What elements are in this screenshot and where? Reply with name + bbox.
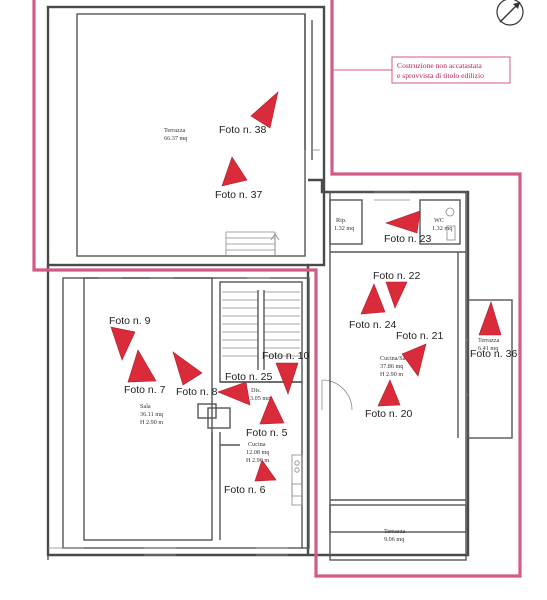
photo-label-37: Foto n. 37 [215, 189, 262, 201]
terrace-steps [225, 231, 280, 256]
unregistered-construction-boundary [32, 0, 522, 578]
photo-label-5: Foto n. 5 [246, 427, 288, 439]
unregistered-construction-note: Costruzione non accatastata e sprovvista… [391, 56, 511, 84]
room-terrazza-bottom-area: 9.06 mq [384, 536, 404, 543]
photo-marker-36 [478, 301, 502, 336]
room-dis-name: Dis. [251, 387, 262, 394]
photo-marker-20 [377, 379, 401, 407]
room-rip-name: Rip. [336, 217, 347, 224]
room-cucina-height: H 2.90 m [246, 457, 269, 464]
photo-label-23: Foto n. 23 [384, 233, 431, 245]
room-sala-height: H 2.90 m [140, 419, 163, 426]
room-terrazza-bottom-name: Terrazza [384, 528, 405, 535]
room-wc-name: WC [434, 217, 444, 224]
room-rip-area: 1.32 mq [334, 225, 354, 232]
room-sala-area: 36.11 mq [140, 411, 163, 418]
photo-label-8: Foto n. 8 [176, 386, 218, 398]
photo-marker-24 [360, 283, 386, 315]
stair-steps [222, 290, 300, 370]
note-line-2: e sprovvista di titolo edilizio [397, 71, 484, 80]
photo-marker-25 [217, 381, 251, 406]
photo-marker-21 [401, 343, 427, 377]
room-terrazza-top-area: 66.37 mq [164, 135, 187, 142]
walls [46, 5, 513, 561]
photo-label-9: Foto n. 9 [109, 315, 151, 327]
north-arrow-icon [496, 0, 524, 26]
photo-label-7: Foto n. 7 [124, 384, 166, 396]
photo-label-20: Foto n. 20 [365, 408, 412, 420]
photo-marker-23 [385, 210, 421, 234]
photo-label-10: Foto n. 10 [262, 350, 309, 362]
room-cucina-name: Cucina [248, 441, 266, 448]
note-box [391, 56, 511, 84]
photo-marker-6 [254, 459, 277, 482]
photo-marker-37 [221, 156, 248, 187]
photo-markers [110, 91, 502, 482]
photo-marker-10 [275, 362, 299, 395]
photo-marker-5 [259, 395, 285, 425]
photo-label-22: Foto n. 22 [373, 270, 420, 282]
room-cucina-area: 12.08 mq [246, 449, 269, 456]
room-cucina-sala-name: Cucina/Sala [380, 355, 410, 362]
photo-label-21: Foto n. 21 [396, 330, 443, 342]
room-terrazza-right-name: Terrazza [478, 337, 499, 344]
photo-label-25: Foto n. 25 [225, 371, 272, 383]
photo-marker-22 [385, 281, 408, 309]
room-wc-area: 1.32 mq [432, 225, 452, 232]
note-line-1: Costruzione non accatastata [397, 61, 482, 70]
room-labels: Terrazza 66.37 mq Rip. 1.32 mq WC 1.32 m… [140, 127, 499, 543]
photo-label-38: Foto n. 38 [219, 124, 266, 136]
photo-marker-8 [172, 351, 203, 386]
room-terrazza-top-name: Terrazza [164, 127, 185, 134]
photo-marker-38 [250, 91, 279, 129]
room-sala-name: Sala [140, 403, 151, 410]
photo-label-36: Foto n. 36 [470, 348, 517, 360]
room-cucina-sala-area: 37.86 mq [380, 363, 403, 370]
photo-marker-9 [110, 326, 136, 361]
boundary-outlines [32, 0, 522, 578]
photo-label-24: Foto n. 24 [349, 319, 396, 331]
photo-marker-7 [127, 349, 157, 383]
photo-label-6: Foto n. 6 [224, 484, 266, 496]
photo-labels: Foto n. 38 Foto n. 37 Foto n. 23 Foto n.… [109, 124, 517, 496]
room-cucina-sala-height: H 2.90 m [380, 371, 403, 378]
room-dis-area: 3.05 mq [250, 395, 270, 402]
room-terrazza-right-area: 6.41 mq [478, 345, 498, 352]
